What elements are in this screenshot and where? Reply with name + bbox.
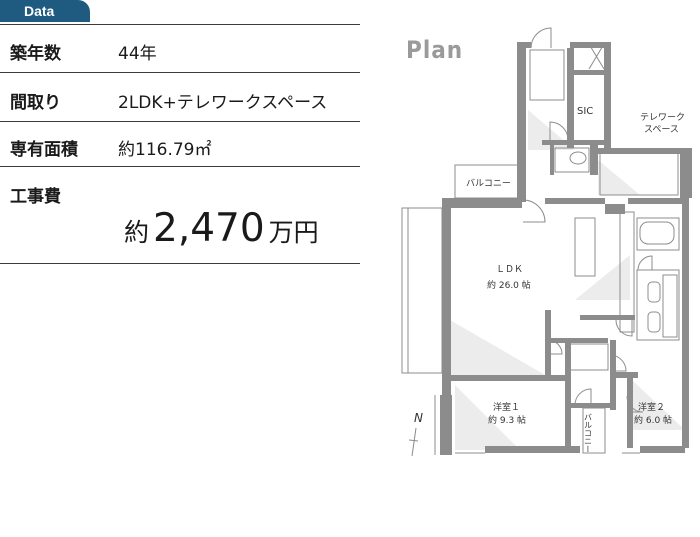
age-value: 44年 [118,44,157,64]
area-value: 約116.79㎡ [118,140,212,160]
cost-label: 工事費 [10,187,61,207]
floor-tint [450,110,685,450]
label-room1: 洋室１ [493,401,520,413]
cost-amount: 2,470 [153,206,265,251]
layout-value: 2LDK+テレワークスペース [118,93,328,113]
label-room1-size: 約 9.3 帖 [488,414,526,426]
divider [0,72,360,73]
divider [0,166,360,167]
label-ldk-size: 約 26.0 帖 [487,279,531,291]
divider [0,121,360,122]
plan-title: Plan [406,36,464,64]
north-label: N [414,411,423,425]
walls [440,42,692,455]
divider [0,24,360,25]
area-label: 専有面積 [10,140,78,160]
label-room2: 洋室２ [638,401,665,413]
divider [0,263,360,264]
cost-prefix: 約 [124,218,150,247]
label-telework-1: テレワーク [640,112,685,123]
layout-label: 間取り [10,93,61,113]
label-ldk: ＬＤＫ [496,265,523,275]
label-sic: SIC [577,106,593,117]
room-labels: SIC テレワーク スペース バルコニー ＬＤＫ 約 26.0 帖 洋室１ 約 … [414,106,685,453]
fixtures [522,27,680,413]
label-telework-2: スペース [644,125,679,135]
north-arrow-icon [408,427,419,457]
label-balcony-top: バルコニー [466,178,511,189]
age-label: 築年数 [10,44,61,64]
label-balcony-bottom: バルコニー [584,413,593,453]
window-marks [455,295,687,454]
data-tab: Data [0,0,90,22]
label-room2-size: 約 6.0 帖 [634,414,672,426]
cost-unit: 万円 [268,218,319,247]
